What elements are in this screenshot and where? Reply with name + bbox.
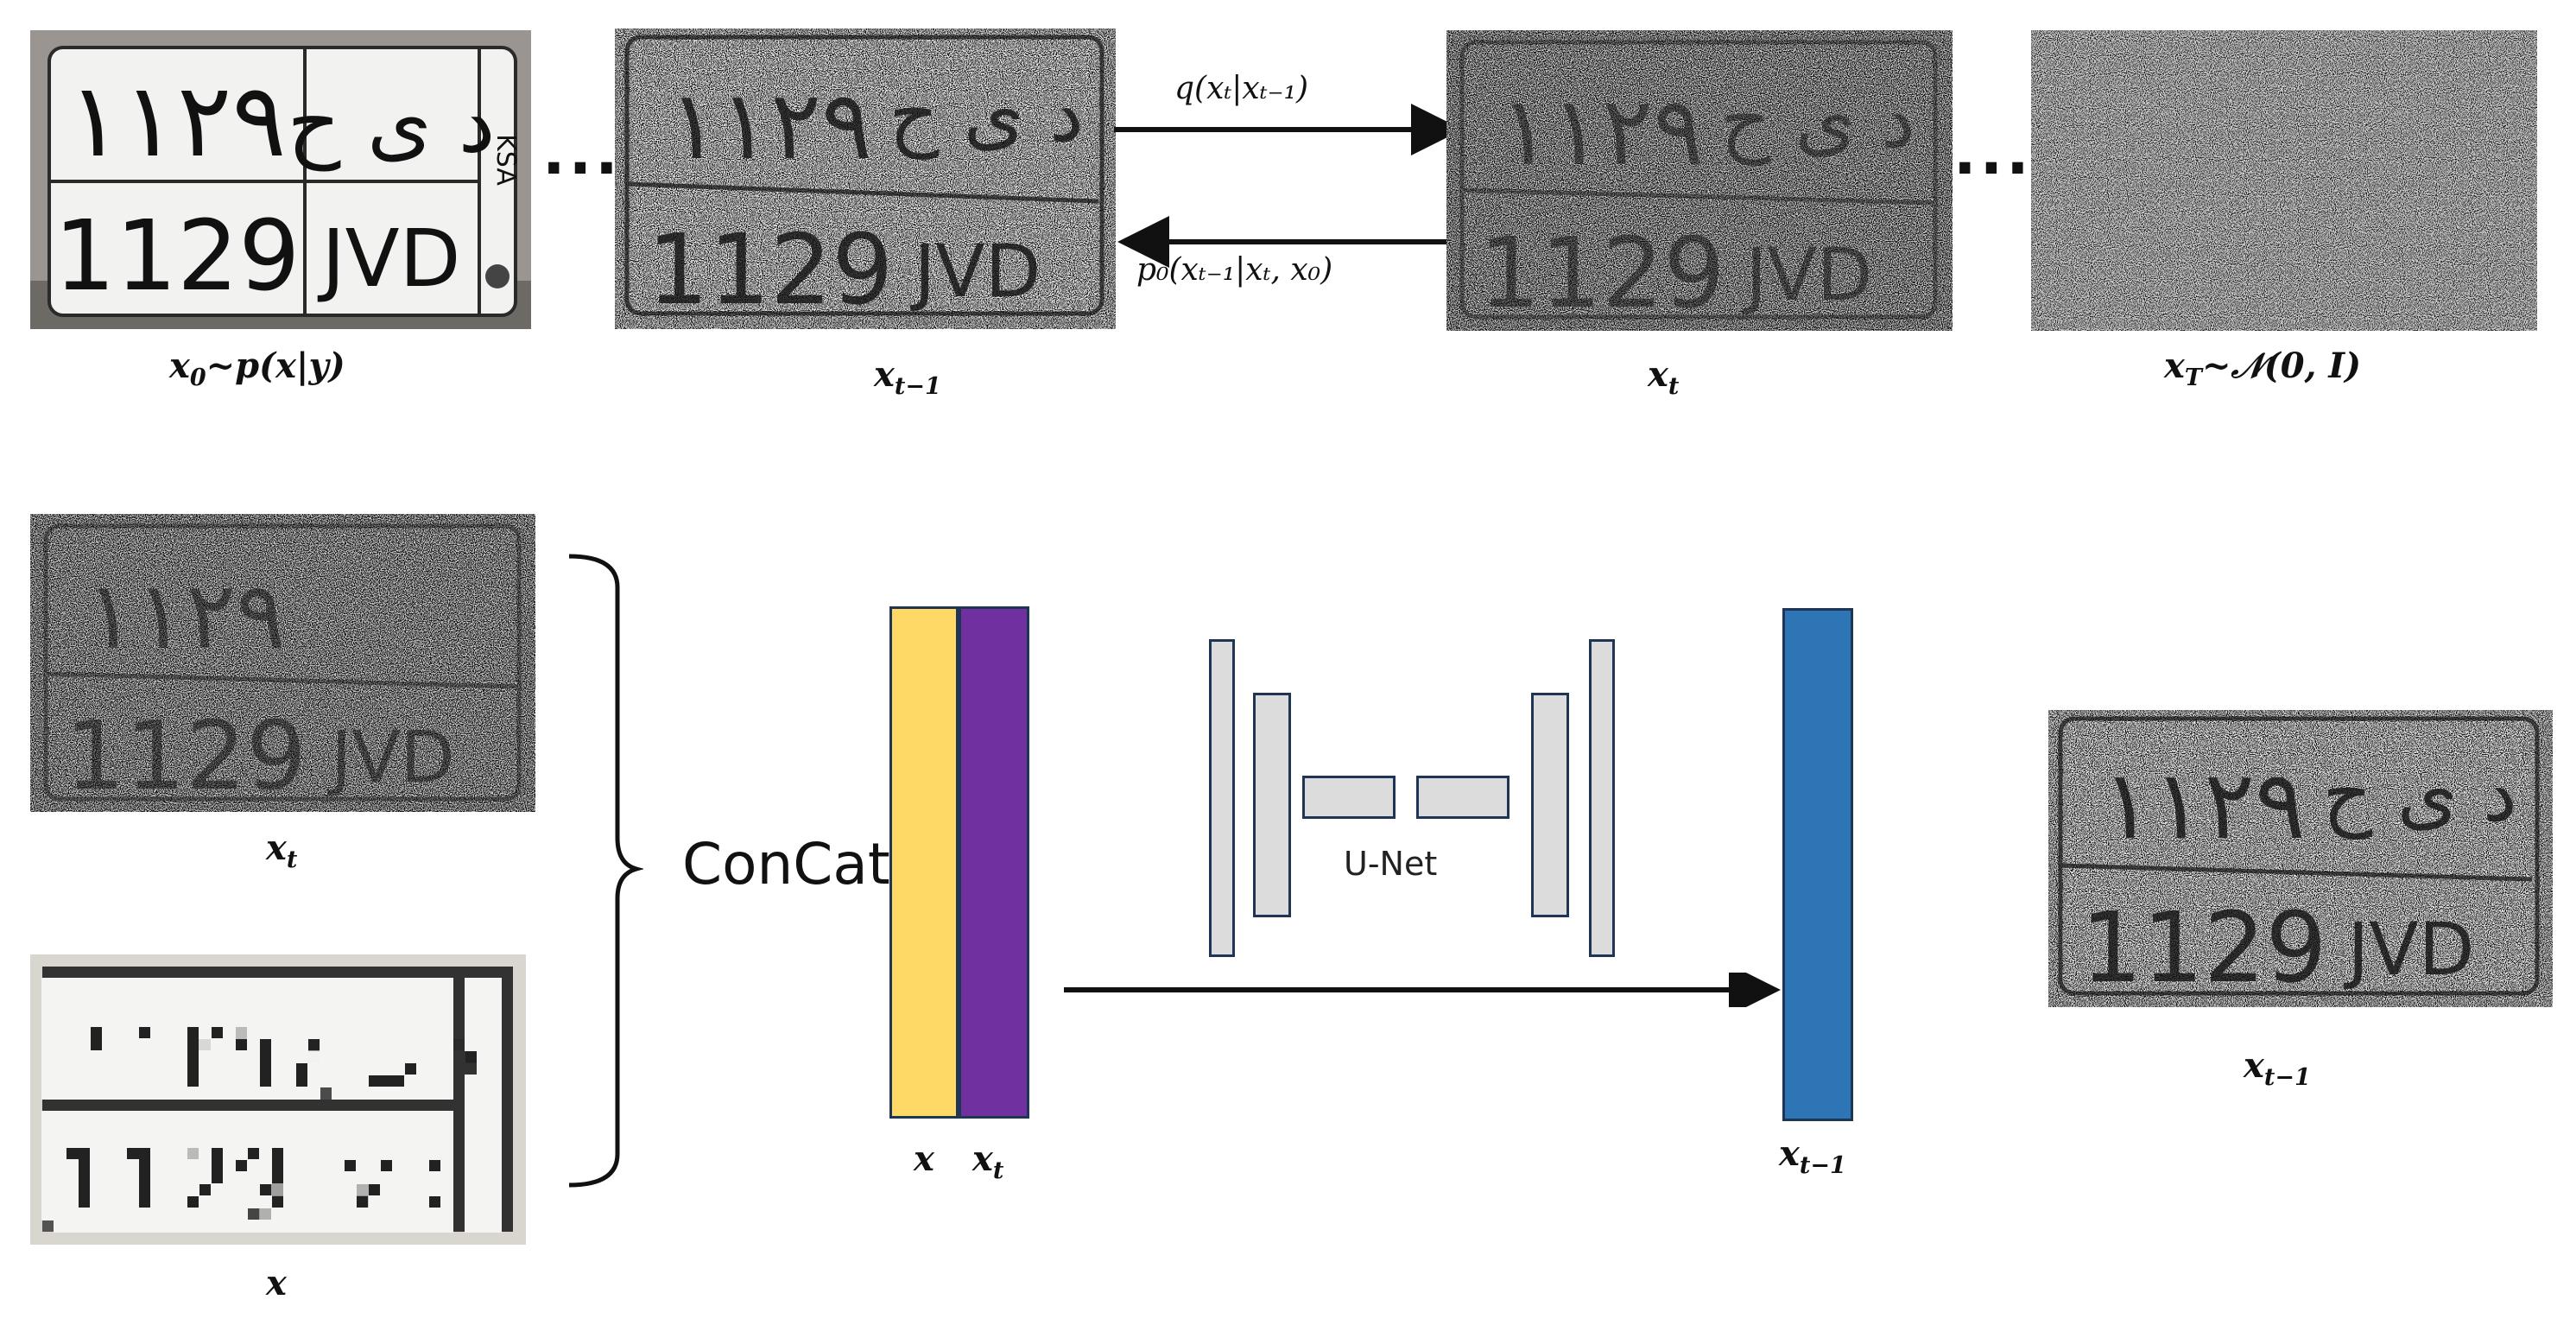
reverse-process-label: p₀(xₜ₋₁|xₜ, x₀) [1136, 252, 1333, 288]
caption-concat-xt: xt [972, 1138, 1004, 1184]
caption-prev-step: xt−1 [874, 354, 941, 400]
caption-clean-image: x0~p(x|y) [169, 346, 345, 391]
caption-output-bar: xt−1 [1779, 1133, 1846, 1179]
caption-final-noise: xT~𝒩(0, I) [2164, 346, 2362, 391]
plate-number: 1129 [54, 200, 300, 313]
plate-arabic-letters: د ى ح [288, 74, 496, 171]
lowres-letters: JVD [317, 1143, 448, 1227]
diffusion-arrows [1114, 104, 1466, 268]
ellipsis-left: ··· [542, 133, 622, 204]
forward-process-label: q(xₜ|xₜ₋₁) [1174, 71, 1309, 106]
output-plate-image: ١١٢٩ د ى ح 1129 JVD [2048, 710, 2553, 1007]
caption-concat-x: x [914, 1138, 934, 1179]
unet-bottleneck-left [1302, 776, 1396, 819]
plate-arabic-numerals: ١١٢٩ [67, 60, 287, 180]
pure-noise-image [2031, 30, 2537, 331]
caption-output-image: xt−1 [2244, 1045, 2311, 1091]
concat-brace [568, 554, 643, 1188]
lowres-arabic: ١١٢٩ [73, 994, 277, 1105]
unet-bottleneck-right [1416, 776, 1510, 819]
input-noisy-image: ١١٢٩ 1129 JVD [30, 514, 535, 812]
caption-current-step: xt [1648, 354, 1680, 400]
plate-country: KSA [491, 134, 521, 186]
concat-xt-bar [959, 606, 1029, 1119]
concat-label: ConCat [682, 831, 890, 897]
input-lowres-image: ١١٢٩ د ى ح 1129 JVD [30, 954, 527, 1248]
lowres-arabic-letters: د ى ح [291, 1007, 478, 1094]
unet-encoder-block-2 [1253, 693, 1291, 917]
clean-plate-svg: ١١٢٩ د ى ح 1129 JVD KSA [30, 30, 531, 329]
caption-input-noisy: xt [266, 827, 298, 873]
lowres-number: 1129 [57, 1128, 294, 1236]
unet-decoder-block-2 [1531, 693, 1569, 917]
concat-x-bar [889, 606, 959, 1119]
unet-output-arrow [1064, 973, 1781, 1007]
noisy-plate-current: ١١٢٩ د ى ح 1129 JVD [1446, 30, 1953, 331]
caption-input-lowres: x [266, 1263, 287, 1303]
unet-label: U-Net [1344, 845, 1438, 883]
unet-decoder-block-1 [1589, 639, 1615, 957]
unet-encoder-block-1 [1209, 639, 1235, 957]
clean-plate-image: ١١٢٩ د ى ح 1129 JVD KSA [30, 30, 531, 329]
output-bar [1782, 608, 1853, 1121]
plate-letters: JVD [318, 212, 461, 305]
noisy-plate-prev: ١١٢٩ د ى ح 1129 JVD [615, 29, 1116, 329]
ellipsis-right: ··· [1953, 133, 2033, 204]
